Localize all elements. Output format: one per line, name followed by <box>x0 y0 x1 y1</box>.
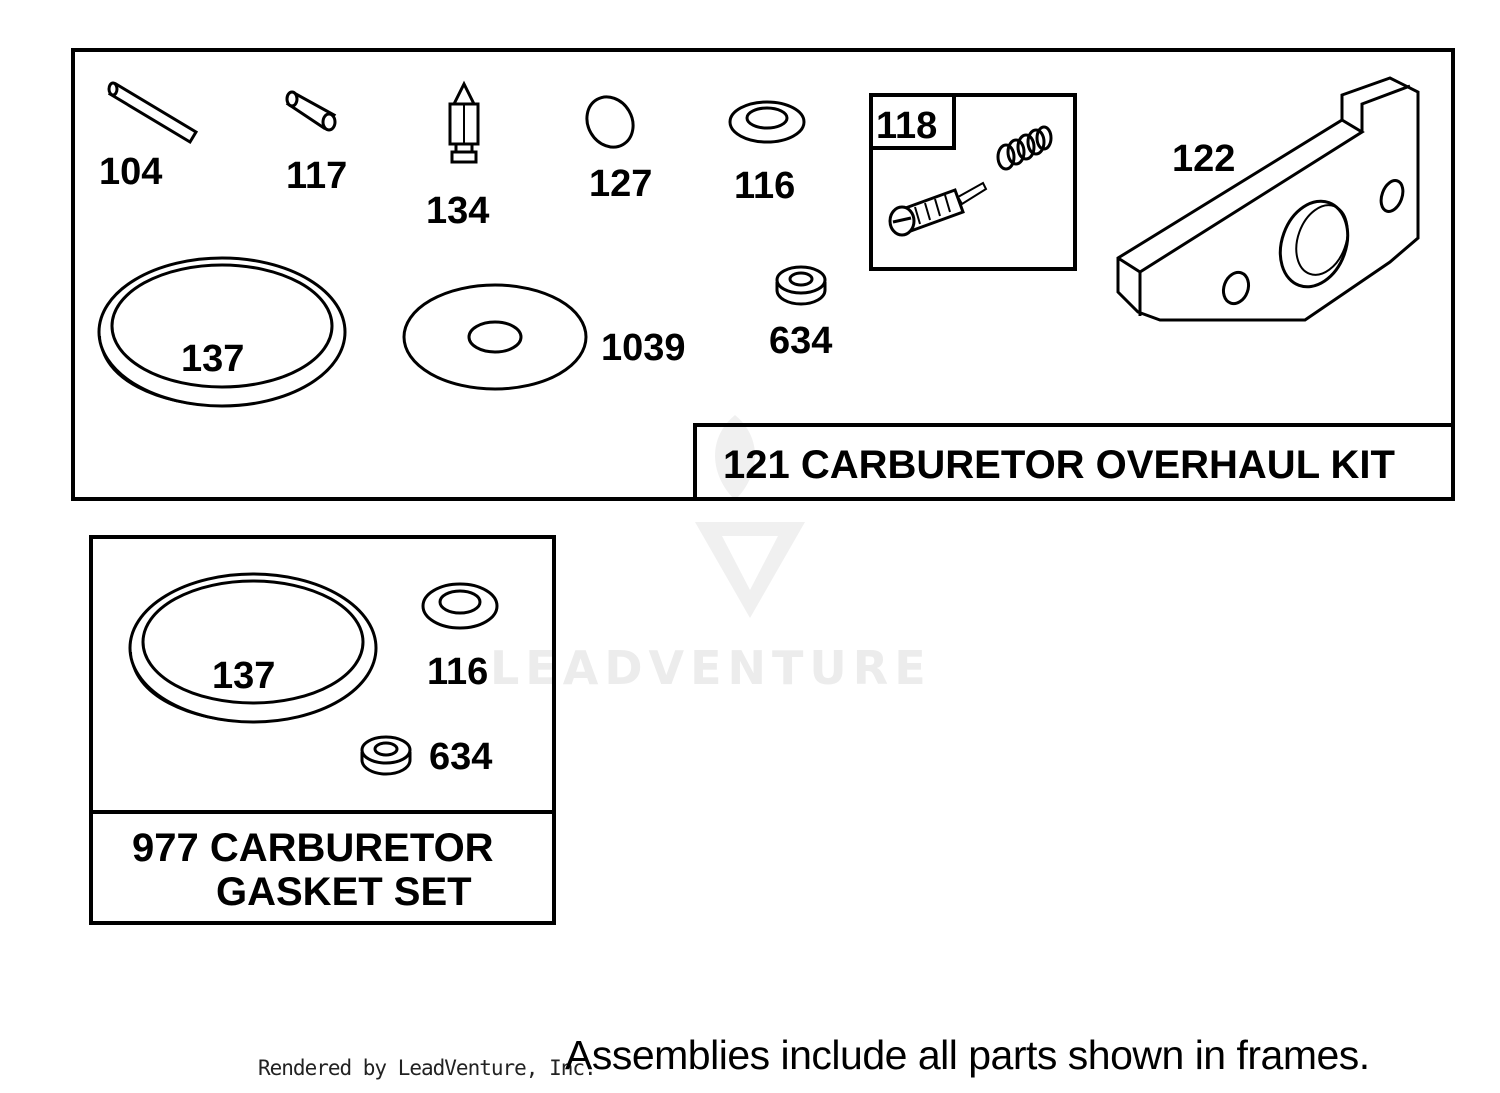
assemblies-note: Assemblies include all parts shown in fr… <box>565 1032 1370 1078</box>
gasket-set-title-line1: 977 CARBURETOR <box>132 826 494 870</box>
gasket-set-part-137-ring: 137 <box>128 572 378 724</box>
watermark: LEADVENTURE <box>490 415 932 695</box>
part-634-seal: 634 <box>769 265 832 362</box>
part-label-137: 137 <box>181 338 244 380</box>
gasket-set-part-116-washer: 116 <box>421 582 499 693</box>
part-116-washer: 116 <box>728 100 806 207</box>
part-label-1039: 1039 <box>601 327 686 369</box>
part-104-pin: 104 <box>99 81 199 193</box>
part-118-screw-frame: 118 <box>869 93 1077 271</box>
part-label-134: 134 <box>426 190 489 232</box>
gasket-set-title-line2: GASKET SET <box>216 870 472 914</box>
part-1039-diaphragm: 1039 <box>402 283 686 391</box>
part-134-needle: 134 <box>426 80 489 232</box>
part-label-104: 104 <box>99 151 162 193</box>
part-label-634: 634 <box>769 320 832 362</box>
part-118-spring <box>996 125 1053 171</box>
overhaul-kit-title: 121 CARBURETOR OVERHAUL KIT <box>723 443 1395 487</box>
part-label-127: 127 <box>589 163 652 205</box>
rendered-by-credit: Rendered by LeadVenture, Inc. <box>258 1056 597 1080</box>
part-122-insulator: 122 <box>1116 76 1420 322</box>
part-label-122: 122 <box>1172 138 1235 180</box>
watermark-v-icon <box>695 522 805 618</box>
gasket-set-part-634-seal: 634 <box>360 735 492 778</box>
overhaul-kit-title-box <box>693 423 1455 501</box>
gasket-set-frame: 977 CARBURETOR GASKET SET 137 116 634 <box>89 535 556 925</box>
gasket-set-part-label-634: 634 <box>429 736 492 778</box>
watermark-flame-icon <box>715 415 755 500</box>
part-label-118: 118 <box>876 105 937 147</box>
gasket-set-part-label-137: 137 <box>212 655 275 697</box>
gasket-set-part-label-116: 116 <box>427 651 488 693</box>
part-118-screw <box>888 181 988 237</box>
part-label-117: 117 <box>286 155 347 197</box>
watermark-text: LEADVENTURE <box>490 641 932 695</box>
part-127-plug: 127 <box>585 95 652 205</box>
overhaul-kit-frame: 121 CARBURETOR OVERHAUL KIT 104 117 134 <box>71 48 1455 501</box>
part-117-sleeve: 117 <box>285 90 347 197</box>
part-137-gasket-ring: 137 <box>97 256 347 408</box>
part-label-116: 116 <box>734 165 795 207</box>
part-118-label-box <box>869 93 956 150</box>
